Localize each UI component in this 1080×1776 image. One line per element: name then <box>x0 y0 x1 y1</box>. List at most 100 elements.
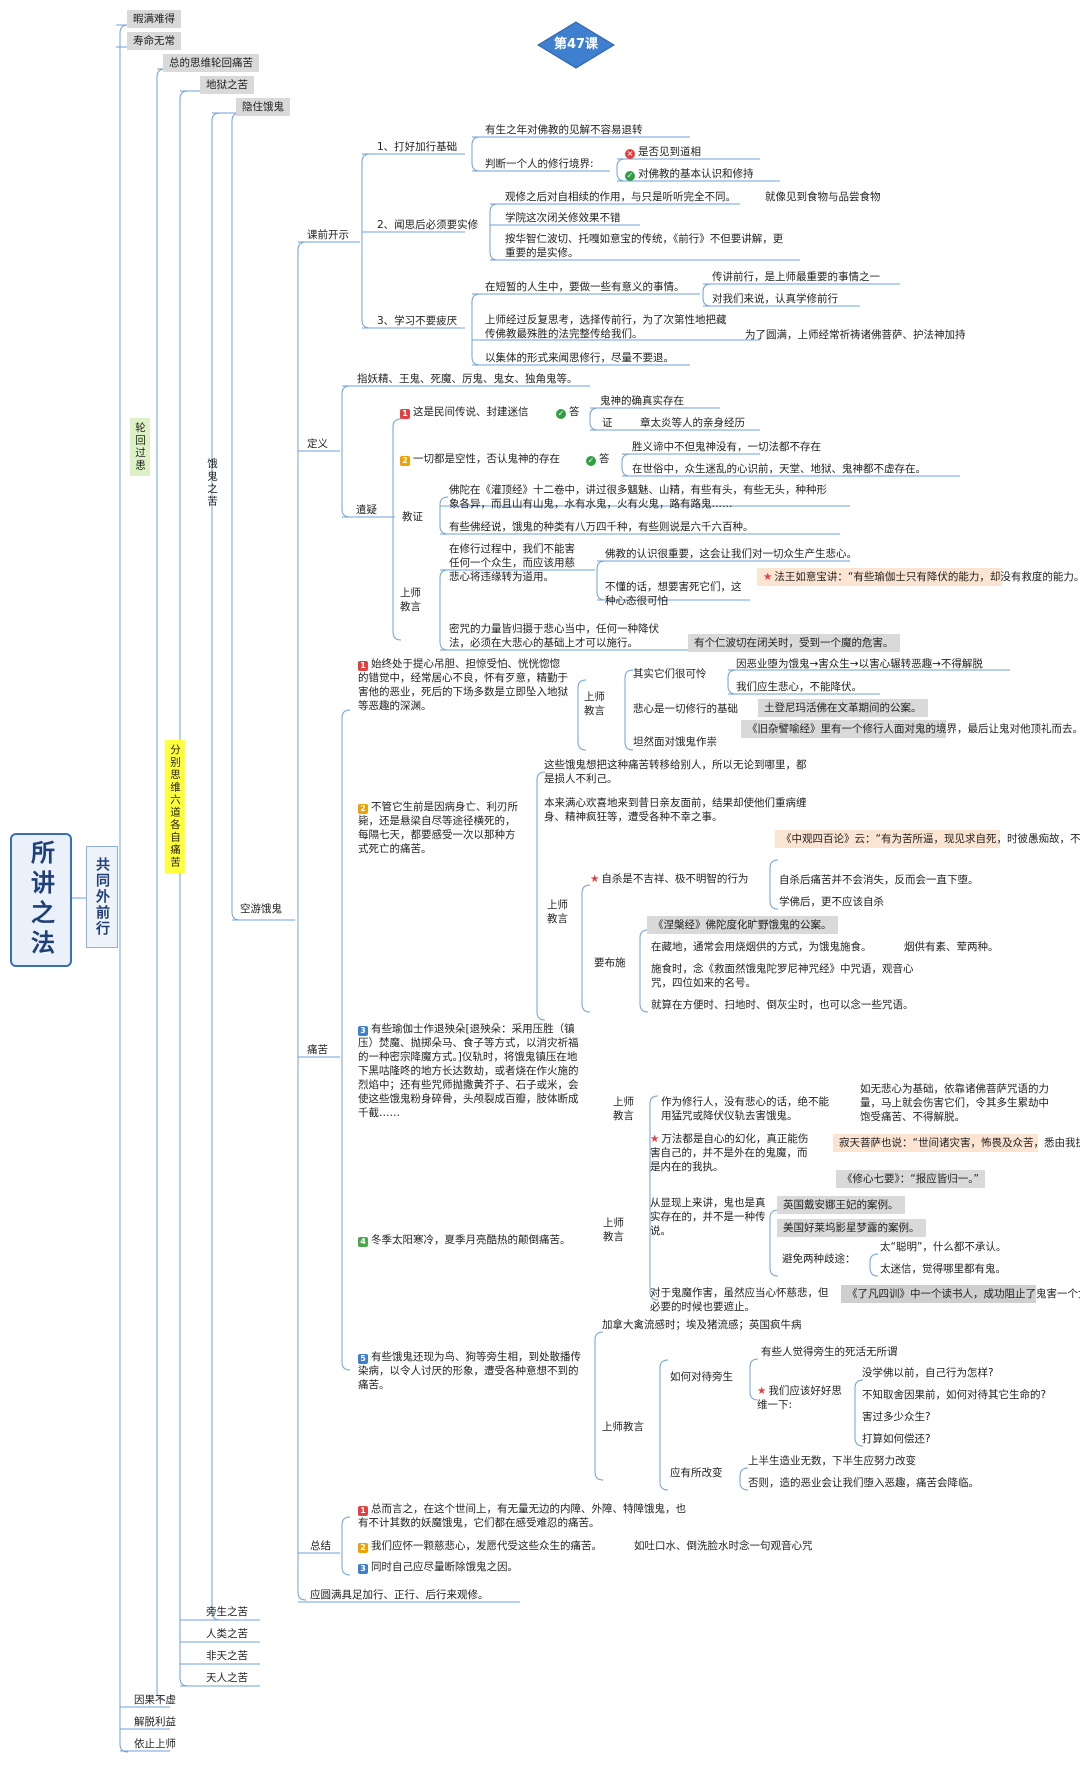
def-q2-answer: ✓答 <box>586 453 610 466</box>
connector <box>536 771 546 1021</box>
connector <box>739 1467 749 1491</box>
pain-p4-3a: 《了凡四训》中一个读书人，成功阻止了鬼害一个女人的公案。 <box>841 1285 1080 1303</box>
node-definition[interactable]: 定义 <box>307 438 328 450</box>
pain-p2-1: 这些饿鬼想把这种痛苦转移给别人，所以无论到哪里，都是损人不利己。 <box>544 759 807 785</box>
connector <box>727 669 737 695</box>
pain-p1-master[interactable]: 上师教言 <box>584 691 605 717</box>
pain-p4-master[interactable]: 上师教言 <box>603 1217 624 1243</box>
root-node[interactable]: 所讲之法 <box>10 833 72 967</box>
pain-p5-2b: ★我们应该好好思维一下: <box>757 1385 842 1411</box>
connector <box>749 1358 759 1401</box>
node-god-suffering[interactable]: 天人之苦 <box>206 1672 248 1684</box>
pain-p2-4c: 施食时，念《救面然饿鬼陀罗尼神咒经》中咒语，观音心咒，四位如来的名号。 <box>651 963 914 989</box>
connector <box>471 136 481 172</box>
node-six-realms[interactable]: 分别思维六道各自痛苦 <box>165 740 185 873</box>
intro-a1[interactable]: 1、打好加行基础 <box>377 141 458 153</box>
intro-a3-1a: 传讲前行，是上师最重要的事情之一 <box>712 271 880 283</box>
connector <box>581 884 591 1013</box>
pain-p2-master[interactable]: 上师教言 <box>547 899 568 925</box>
sum-s2a: 如吐口水、倒洗脸水时念一句观音心咒 <box>634 1540 813 1552</box>
pain-p1-1b: 我们应生悲心，不能降伏。 <box>736 681 862 693</box>
pain-p5-2a: 有些人觉得旁生的死活无所谓 <box>761 1346 898 1358</box>
pain-p4-2c1: 太“聪明”，什么都不承认。 <box>880 1241 1007 1253</box>
pain-p4-2: 从显现上来讲，鬼也是真实存在的，并不是一种传说。 <box>650 1197 766 1237</box>
node-hell-suffering[interactable]: 地狱之苦 <box>200 76 254 94</box>
pain-p5-1: 加拿大禽流感时；埃及猪流感；英国疯牛病 <box>602 1319 802 1331</box>
connector <box>297 241 307 1601</box>
node-animal-suffering[interactable]: 旁生之苦 <box>206 1606 248 1618</box>
intro-a3-1: 在短暂的人生中，要做一些有意义的事情。 <box>485 281 685 293</box>
def-master[interactable]: 上师教言 <box>400 587 421 613</box>
intro-a1-2: 判断一个人的修行境界: <box>485 158 594 170</box>
pain-p2-3: ★自杀是不吉祥、极不明智的行为 <box>590 873 749 885</box>
def-d1: 指妖精、王鬼、死魔、厉鬼、鬼女、独角鬼等。 <box>357 373 578 385</box>
node-hidden-ghosts[interactable]: 隐住饿鬼 <box>236 98 290 116</box>
node-liberation[interactable]: 解脱利益 <box>134 1716 176 1728</box>
def-teach[interactable]: 教证 <box>402 511 423 523</box>
node-air-ghost[interactable]: 空游饿鬼 <box>240 903 282 915</box>
connector <box>341 385 351 518</box>
connector <box>577 679 587 751</box>
pain-p4-1a: 寂天菩萨也说：“世间诸灾害，怖畏及众苦，悉由我执生，此魔我何用？” <box>833 1134 1080 1152</box>
connector <box>231 112 241 921</box>
connector <box>769 859 779 910</box>
pain-p2-3a: 《中观四百论》云：“有为苦所逼，现见求自死，时彼愚痴故，不能趣胜道。” <box>775 830 1080 848</box>
intro-a1-2a: ×是否见到道相 <box>625 146 701 159</box>
connector <box>439 496 449 535</box>
intro-a2-1b: 就像见到食物与品尝食物 <box>765 191 881 203</box>
pain-p4-3: 对于鬼魔作害，虽然应当心怀慈悲，但必要的时候也要遮止。 <box>650 1287 829 1313</box>
lesson-badge <box>537 21 615 69</box>
node-hungry-ghost[interactable]: 饿鬼之苦 <box>206 458 218 508</box>
connector <box>439 569 449 651</box>
connector <box>621 453 631 477</box>
def-m2b: 有个仁波切在闭关时，受到一个魔的危害。 <box>688 634 900 652</box>
node-intro[interactable]: 课前开示 <box>307 229 349 241</box>
pain-p5-2b4: 打算如何偿还? <box>862 1433 931 1445</box>
node-summary[interactable]: 总结 <box>310 1540 331 1552</box>
pain-p3-1: 作为修行人，没有悲心的话，绝不能用猛咒或降伏仪轨去害饿鬼。 <box>661 1096 829 1122</box>
connector <box>639 929 649 1013</box>
pain-p4-1b: 《修心七要》：“报应皆归一。” <box>836 1170 985 1188</box>
def-m1: 在修行过程中，我们不能害任何一个众生，而应该用慈悲心将违缘转为道用。 <box>449 543 575 583</box>
pain-p4-2b: 美国好莱坞影星梦露的案例。 <box>777 1219 926 1237</box>
connector <box>854 1379 864 1447</box>
intro-a2[interactable]: 2、闻思后必须要实修 <box>377 219 479 231</box>
connector <box>624 669 634 751</box>
pain-p5-master[interactable]: 上师教言 <box>602 1421 644 1433</box>
node-pain[interactable]: 痛苦 <box>307 1044 328 1056</box>
node-samsara-faults[interactable]: 轮回过患 <box>130 418 150 476</box>
pain-p5-2b3: 害过多少众生? <box>862 1411 931 1423</box>
connector <box>471 293 481 366</box>
connector <box>341 1516 351 1576</box>
pain-p5-2: 如何对待旁生 <box>670 1371 733 1383</box>
connector <box>119 24 129 1753</box>
node-asura-suffering[interactable]: 非天之苦 <box>206 1650 248 1662</box>
pain-p1-1a: 因恶业堕为饿鬼→害众生→以害心辗转恶趣→不得解脱 <box>736 658 983 670</box>
node-human-suffering[interactable]: 人类之苦 <box>206 1628 248 1640</box>
common-preliminary-node[interactable]: 共同外前行 <box>86 846 118 948</box>
def-m1c: ★法王如意宝讲：“有些瑜伽士只有降伏的能力，却没有救度的能力。若是这样，你用猛咒… <box>757 568 1080 586</box>
node-precious-human[interactable]: 暇满难得 <box>127 10 181 28</box>
node-impermanence[interactable]: 寿命无常 <box>127 32 181 50</box>
connector <box>616 158 626 182</box>
connector <box>649 1095 659 1301</box>
node-karma[interactable]: 因果不虚 <box>134 1694 176 1706</box>
def-m1a: 佛教的认识很重要，这会让我们对一切众生产生悲心。 <box>605 548 857 560</box>
intro-a3[interactable]: 3、学习不要疲厌 <box>377 315 458 327</box>
def-q1b-label: 证 <box>602 417 613 429</box>
node-samsara-suffering[interactable]: 总的思维轮回痛苦 <box>163 54 259 72</box>
intro-a1-1: 有生之年对佛教的见解不容易退转 <box>485 124 643 136</box>
def-doubt[interactable]: 遣疑 <box>356 504 377 516</box>
pain-p2-4: 要布施 <box>594 957 626 969</box>
pain-p4-2a: 英国戴安娜王妃的案例。 <box>777 1196 905 1214</box>
pain-p3-master[interactable]: 上师教言 <box>613 1096 634 1122</box>
node-guru[interactable]: 依止上师 <box>134 1738 176 1750</box>
